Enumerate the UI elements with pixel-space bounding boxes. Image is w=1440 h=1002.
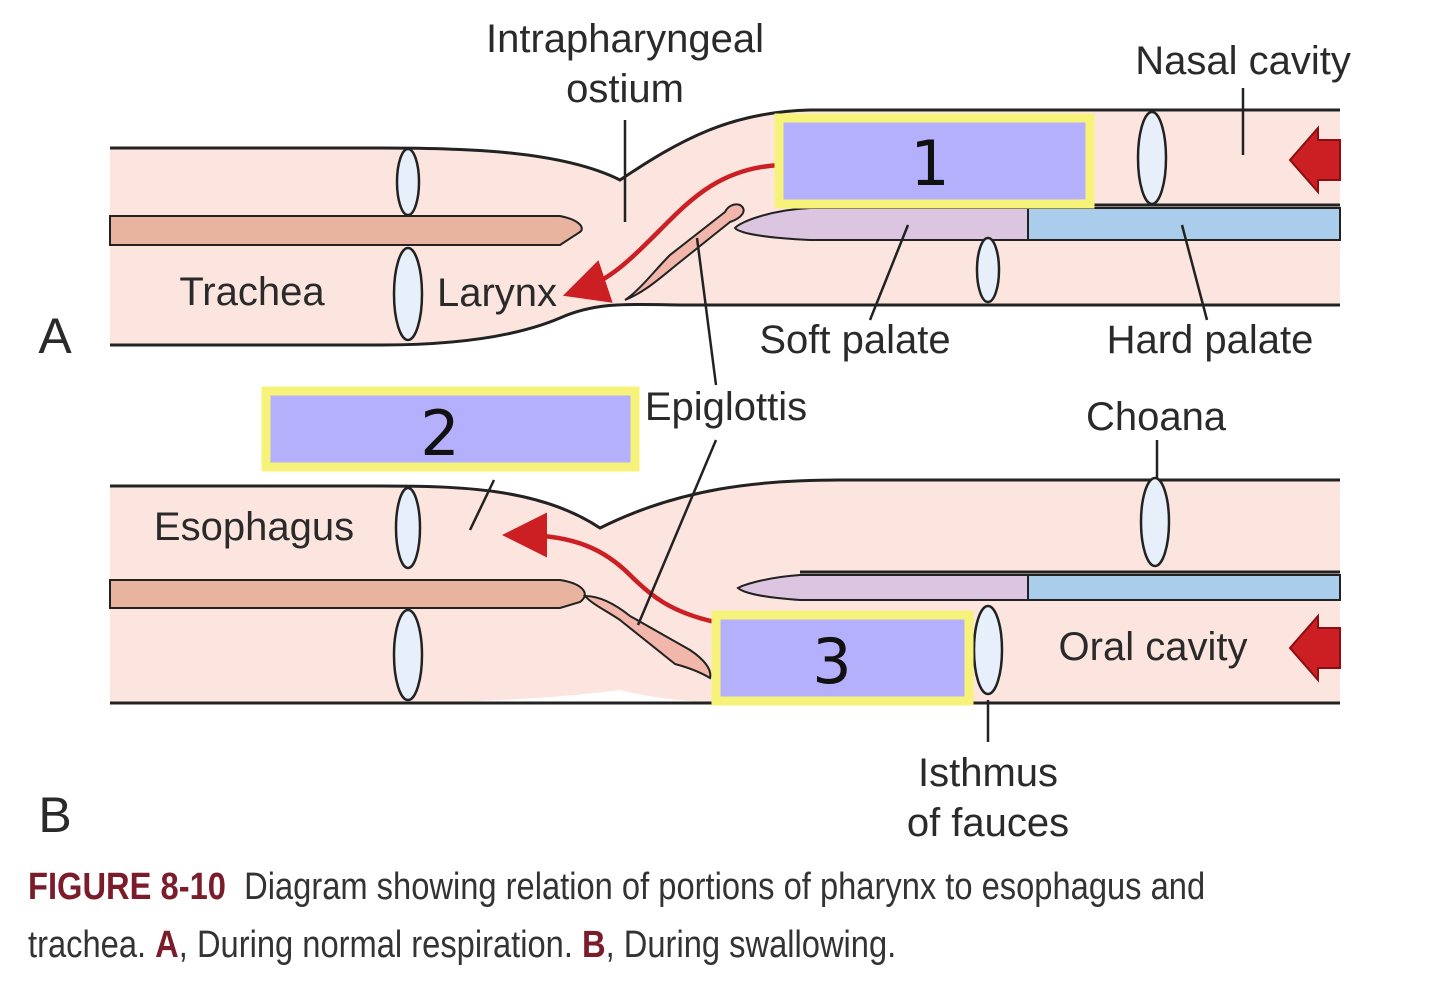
panel-a-upper-wall — [110, 108, 1340, 182]
label-soft-palate: Soft palate — [759, 318, 950, 362]
panel-a-epiglottis — [624, 203, 745, 301]
panel-b-upper-wall — [110, 478, 1340, 530]
caption-text-2: , During normal respiration. — [178, 924, 573, 966]
panel-b-soft-palate — [736, 574, 1031, 601]
panel-b-epiglottis — [582, 594, 712, 680]
label-hard-palate: Hard palate — [1107, 318, 1314, 362]
panel-b-hard-palate — [1027, 574, 1341, 601]
label-intrapharyngeal-line1: Intrapharyngeal — [486, 17, 764, 61]
panel-b-tracheal-septum — [109, 579, 586, 609]
panel-b-inflow-arrow-icon — [1288, 613, 1341, 683]
caption-text-3: , During swallowing. — [605, 924, 897, 966]
label-panel-b: B — [38, 787, 71, 843]
label-nasal-cavity: Nasal cavity — [1135, 39, 1351, 83]
answer-box-3[interactable]: 3 — [711, 610, 974, 706]
answer-box-1-number: 1 — [910, 127, 949, 200]
panel-b-diagram — [109, 439, 1341, 742]
answer-box-2-number: 2 — [420, 397, 459, 470]
label-intrapharyngeal-line2: ostium — [566, 67, 684, 111]
panel-a-airflow-arrow — [562, 162, 781, 303]
label-trachea: Trachea — [179, 270, 325, 314]
label-larynx: Larynx — [437, 271, 557, 315]
label-isthmus-line2: of fauces — [907, 801, 1069, 845]
caption-b-marker: B — [582, 924, 606, 966]
figure-caption: FIGURE 8-10 Diagram showing relation of … — [28, 858, 1232, 974]
panel-a-tracheal-septum — [109, 215, 583, 246]
caption-a-marker: A — [155, 924, 179, 966]
panel-a-inflow-arrow-icon — [1288, 125, 1341, 195]
answer-box-1[interactable]: 1 — [774, 113, 1095, 209]
panel-a-soft-palate — [733, 207, 1031, 241]
panel-a-lower-wall — [110, 302, 1340, 347]
label-epiglottis: Epiglottis — [645, 385, 807, 429]
label-isthmus-line1: Isthmus — [918, 751, 1058, 795]
label-oral-cavity: Oral cavity — [1059, 625, 1248, 669]
caption-text-1: Diagram showing relation of portions of … — [28, 866, 1206, 966]
figure-number: FIGURE 8-10 — [28, 866, 226, 908]
label-esophagus: Esophagus — [154, 505, 354, 549]
panel-b-food-flow-arrow — [502, 512, 716, 625]
label-panel-a: A — [38, 308, 72, 364]
answer-box-2[interactable]: 2 — [261, 386, 640, 472]
answer-box-3-number: 3 — [812, 625, 851, 698]
label-choana: Choana — [1086, 395, 1227, 439]
